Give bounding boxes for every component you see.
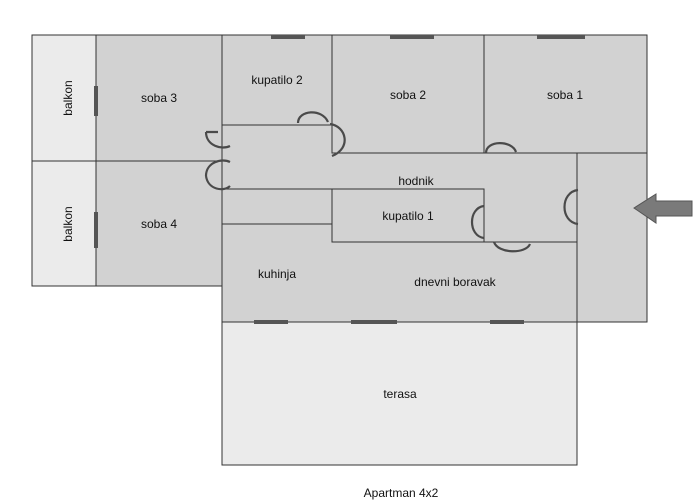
- room-label-dnevni-boravak: dnevni boravak: [414, 275, 496, 289]
- door-swing-icon: [484, 142, 518, 154]
- balkon-bottom-area: [31, 160, 97, 287]
- door-swing-icon: [329, 122, 346, 158]
- plan-caption: Apartman 4x2: [364, 486, 439, 500]
- window: [254, 320, 288, 324]
- room-label-soba-4: soba 4: [141, 217, 177, 231]
- room-label-hodnik: hodnik: [398, 174, 434, 188]
- room-label-soba-2: soba 2: [390, 88, 426, 102]
- window: [271, 35, 305, 39]
- door-swing-icon: [563, 188, 579, 226]
- hodnik-nook-area: [221, 188, 333, 225]
- room-label-terasa: terasa: [383, 387, 417, 401]
- room-label-kupatilo-1: kupatilo 1: [382, 209, 434, 223]
- door-swing-icon: [470, 204, 485, 240]
- entry-area: [576, 152, 648, 323]
- door-swing-icon: [204, 159, 231, 191]
- room-label-soba-1: soba 1: [547, 88, 583, 102]
- room-label-kupatilo-2: kupatilo 2: [251, 73, 303, 87]
- door-swing-icon: [296, 111, 330, 124]
- soba-3-area: [95, 34, 223, 162]
- kupatilo-2-area: [221, 34, 333, 126]
- room-label-balkon-top: balkon: [61, 80, 75, 115]
- balkon-top-area: [31, 34, 97, 162]
- kuhinja-dnevni-boravak-area: [221, 223, 578, 323]
- window: [351, 320, 397, 324]
- soba-4-area: [95, 160, 223, 287]
- room-label-kuhinja: kuhinja: [258, 267, 296, 281]
- door-swing-icon: [204, 130, 231, 149]
- window: [390, 35, 434, 39]
- window: [490, 320, 524, 324]
- entrance-arrow-icon: [633, 193, 693, 224]
- soba-1-area: [483, 34, 648, 154]
- door-swing-icon: [492, 241, 532, 253]
- room-label-balkon-bottom: balkon: [61, 206, 75, 241]
- window: [537, 35, 585, 39]
- window: [94, 212, 98, 248]
- kupatilo-1-area: [331, 188, 485, 243]
- room-label-soba-3: soba 3: [141, 91, 177, 105]
- window: [94, 86, 98, 116]
